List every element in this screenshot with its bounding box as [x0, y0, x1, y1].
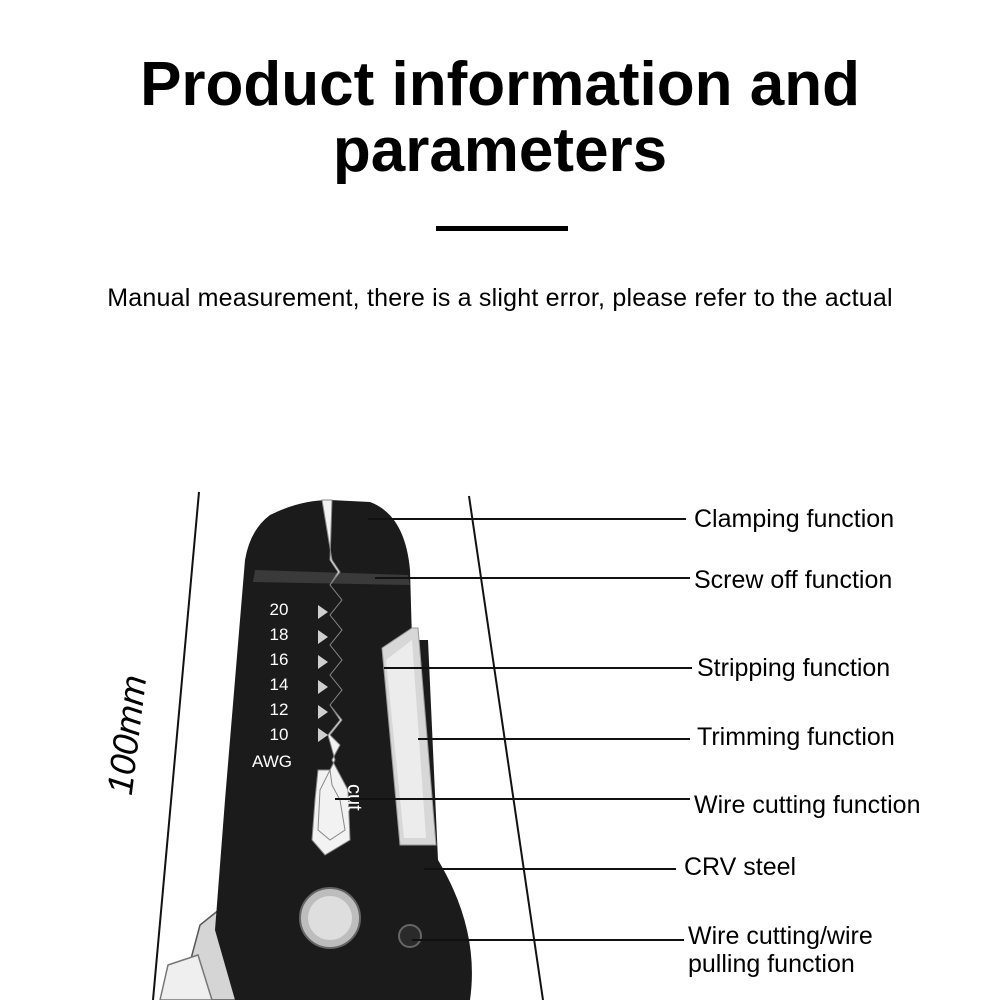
callout-pulling-line-1: Wire cutting/wire	[688, 922, 873, 950]
title-underline	[436, 226, 568, 231]
callout-screw-off: Screw off function	[694, 566, 893, 594]
title-line-1: Product information and	[140, 50, 860, 119]
gauge-14: 14	[270, 675, 289, 694]
callout-wire-cutting: Wire cutting function	[694, 791, 921, 819]
dimension-guide-right	[468, 495, 544, 1000]
awg-notches	[318, 605, 328, 742]
gauge-unit: AWG	[252, 752, 292, 771]
title-line-2: parameters	[332, 116, 668, 185]
cut-marking: cut	[343, 784, 365, 811]
gauge-18: 18	[270, 625, 289, 644]
pulling-hole	[398, 924, 422, 948]
callout-lines	[335, 518, 692, 941]
callout-pulling: Wire cutting/wire pulling function	[688, 922, 873, 978]
callout-stripping: Stripping function	[697, 654, 891, 682]
stripping-holes	[311, 499, 351, 856]
gauge-16: 16	[270, 650, 289, 669]
tool-body	[215, 500, 472, 1000]
gauge-12: 12	[270, 700, 289, 719]
measurement-note: Manual measurement, there is a slight er…	[107, 284, 893, 312]
page-title: Product information and parameters	[0, 52, 1000, 184]
callout-pulling-line-2: pulling function	[688, 950, 855, 978]
gauge-10: 10	[270, 725, 289, 744]
gauge-20: 20	[270, 600, 289, 619]
callout-trimming: Trimming function	[697, 723, 895, 751]
dimension-guide-left	[152, 491, 200, 1000]
callout-crv-steel: CRV steel	[684, 853, 797, 881]
callout-clamping: Clamping function	[694, 505, 895, 533]
tool-body-shadow	[253, 570, 410, 585]
gauge-markings: 20 18 16 14 12 10 AWG	[252, 600, 292, 771]
pivot-rivet	[299, 887, 361, 949]
